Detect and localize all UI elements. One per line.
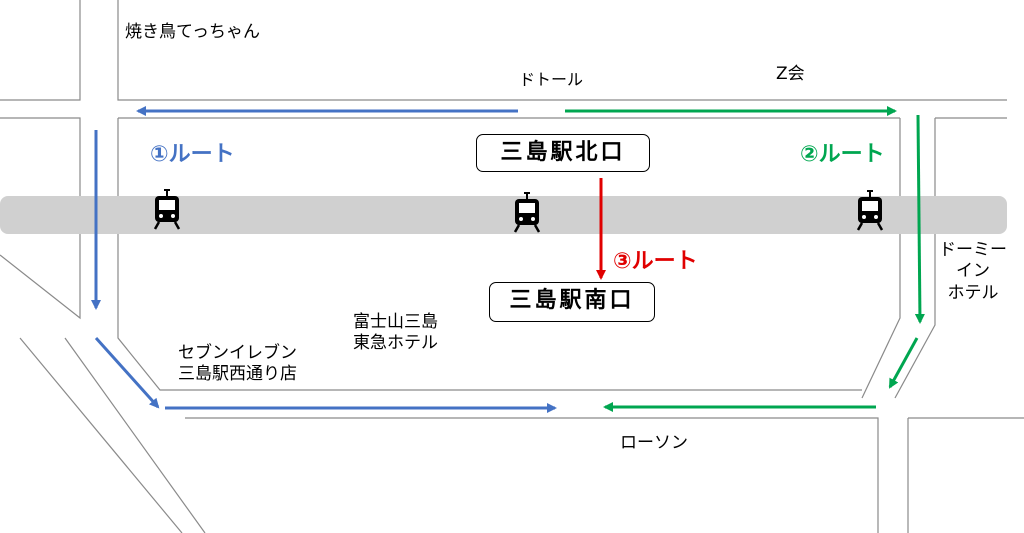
- route1-label: ①ルート: [150, 142, 235, 167]
- route2-path: [565, 106, 925, 412]
- road-edge: [117, 0, 1007, 101]
- label-doutor: ドトール: [519, 70, 584, 89]
- route1-path: [91, 106, 557, 413]
- label-z-kai: Z会: [776, 64, 805, 84]
- route2-label: ②ルート: [800, 142, 885, 167]
- station-south-exit: 三島駅南口: [489, 282, 655, 322]
- station-north-exit: 三島駅北口: [476, 134, 650, 172]
- railway-line: [0, 196, 1007, 234]
- road-edge: [185, 417, 879, 533]
- label-lawson: ローソン: [620, 433, 688, 453]
- route3-label: ③ルート: [613, 249, 698, 274]
- road-edge: [64, 337, 206, 533]
- road-edge: [0, 0, 81, 101]
- label-yakitori: 焼き鳥てっちゃん: [125, 22, 260, 42]
- label-dormy-inn: ドーミー イン ホテル: [939, 240, 1007, 303]
- road-edge: [894, 118, 936, 399]
- road-edge: [861, 118, 901, 399]
- label-seven-eleven: セブンイレブン 三島駅西通り店: [178, 343, 297, 385]
- label-fuji-tokyu: 富士山三島 東急ホテル: [353, 312, 438, 354]
- road-edge: [19, 337, 183, 533]
